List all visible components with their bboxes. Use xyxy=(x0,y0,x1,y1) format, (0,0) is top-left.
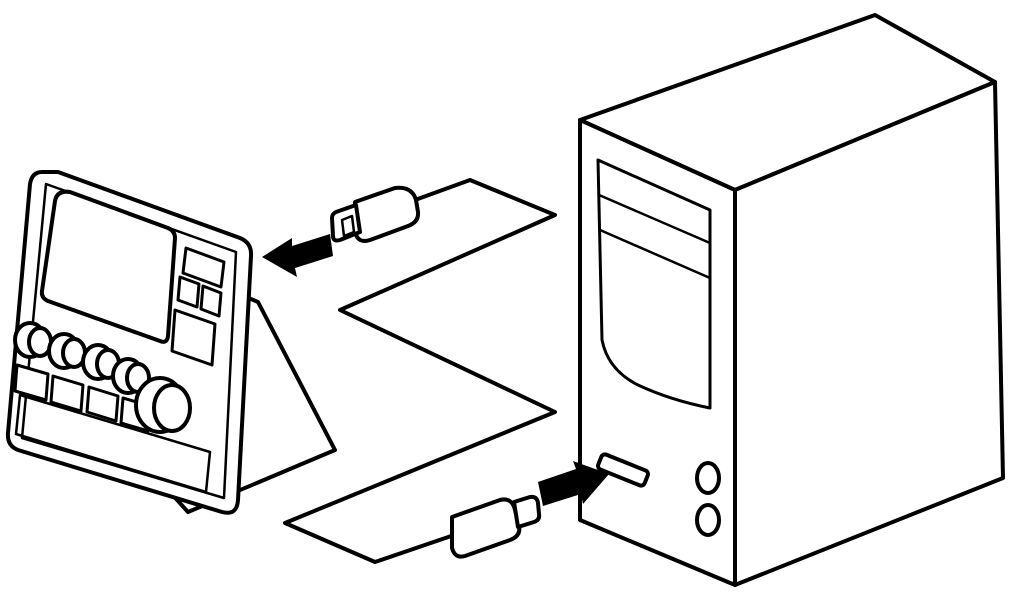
tower-usb-port xyxy=(596,452,650,488)
panel-button-mid-left xyxy=(176,275,201,309)
usb-cable xyxy=(283,178,557,564)
computer-tower xyxy=(578,13,1005,587)
usb-plug-panel xyxy=(330,185,421,243)
tower-side xyxy=(733,80,1005,587)
panel-screen xyxy=(39,189,177,344)
panel-button-mid-right xyxy=(199,284,223,318)
tower-button-bottom xyxy=(695,503,721,537)
usb-plug-computer xyxy=(450,494,542,559)
tower-drive-bay xyxy=(596,158,712,410)
arrow-left-icon xyxy=(262,234,333,277)
panel-knobs xyxy=(13,321,192,434)
panel-button-top xyxy=(181,246,226,289)
panel-button-large xyxy=(170,308,217,367)
arrow-right-icon xyxy=(538,461,609,506)
control-panel xyxy=(5,170,337,515)
tower-button-top xyxy=(695,461,721,495)
